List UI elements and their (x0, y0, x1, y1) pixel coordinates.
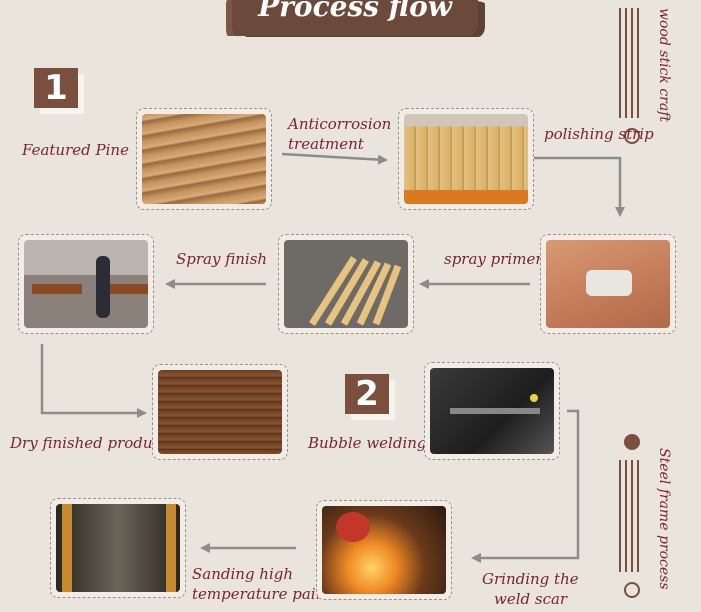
frame-image (166, 504, 176, 592)
photo-polishing (540, 234, 676, 334)
title-banner: Process flow (232, 0, 478, 36)
photo-featured-pine (136, 108, 272, 210)
label-anticorrosion-line1: Anticorrosion (288, 115, 392, 133)
wood-stick-decoration-icon (619, 8, 640, 144)
label-sanding-line1: Sanding high (192, 565, 294, 583)
photo-sanding-paint (50, 498, 186, 598)
sander-tool-image (586, 270, 632, 296)
label-featured-pine: Featured Pine (22, 141, 129, 159)
label-spray-finish: Spray finish (176, 250, 268, 268)
photo-bubble-welding (424, 362, 560, 460)
photo-spray-primer-rack (278, 234, 414, 334)
steel-section-vertical-label: Steel frame process (656, 448, 672, 590)
photo-grinding (316, 500, 452, 600)
label-sanding-line2: temperature paint (192, 585, 332, 603)
arrow-icon (528, 156, 625, 217)
photo-anticorrosion (398, 108, 534, 210)
table-image (110, 284, 148, 294)
label-bubble-welding: Bubble welding (308, 434, 427, 452)
frame-image (62, 504, 72, 592)
steel-frame-decoration-icon (619, 434, 640, 598)
orange-cart-image (404, 190, 528, 204)
label-grinding-line2: weld scar (494, 590, 568, 608)
label-polishing-strip: polishing strip (544, 125, 654, 143)
pine-boards-image (142, 114, 266, 204)
arrow-icon (40, 344, 147, 418)
page-title: Process flow (258, 0, 452, 23)
label-dry-finished-product: Dry finished product (10, 434, 168, 452)
finished-boards-image (158, 370, 282, 454)
spray-booth-image (24, 240, 148, 328)
table-image (32, 284, 82, 294)
arrow-icon (281, 152, 388, 165)
wood-section-vertical-label: wood stick craft (656, 8, 672, 123)
slats-image (309, 256, 402, 326)
drying-rack-image (284, 240, 408, 328)
worker-helmet-image (336, 512, 370, 542)
worker-image (96, 256, 110, 318)
photo-dry-finished (152, 364, 288, 460)
welding-spark-image (530, 394, 538, 402)
section-badge-1: 1 (34, 68, 78, 108)
sanding-image (546, 240, 670, 328)
grinding-sparks-image (322, 506, 446, 594)
paint-booth-image (56, 504, 180, 592)
section-badge-2: 2 (345, 374, 389, 414)
arrow-icon (471, 409, 580, 563)
treated-lumber-image (404, 114, 528, 204)
machine-rail-image (450, 408, 540, 414)
label-anticorrosion-line2: treatment (288, 135, 364, 153)
photo-spray-finish (18, 234, 154, 334)
label-grinding-line1: Grinding the (482, 570, 579, 588)
welding-machine-image (430, 368, 554, 454)
label-spray-primer: spray primer (444, 250, 543, 268)
